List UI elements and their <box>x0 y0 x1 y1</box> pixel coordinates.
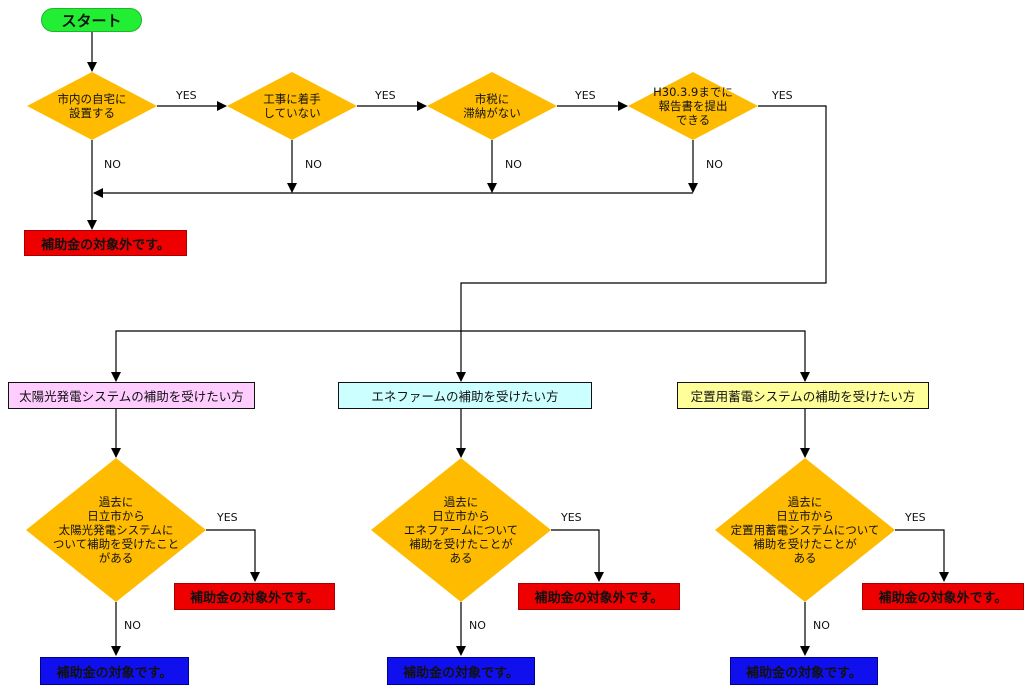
past-decision-3: 過去に 日立市から 定置用蓄電システムについて 補助を受けたことが ある <box>730 495 880 565</box>
past-decision-1: 過去に 日立市から 太陽光発電システムに ついて補助を受けたこと がある <box>52 495 180 565</box>
past-decision-2: 過去に 日立市から エネファームについて 補助を受けたことが ある <box>403 495 519 565</box>
yes-label-3: YES <box>575 89 596 102</box>
yes-label-1: YES <box>176 89 197 102</box>
past-no-label-2: NO <box>469 619 486 632</box>
not-eligible-storage: 補助金の対象外です。 <box>862 583 1024 610</box>
decision-3-shape <box>427 72 557 140</box>
connector-yes-4 <box>456 105 827 382</box>
no-label-2: NO <box>305 158 322 171</box>
eligible-enefarm: 補助金の対象です。 <box>387 657 535 685</box>
no-label-4: NO <box>706 158 723 171</box>
no-label-1: NO <box>104 158 121 171</box>
past-yes-label-3: YES <box>905 511 926 524</box>
connector-past-yes-2 <box>551 529 604 582</box>
not-eligible-solar: 補助金の対象外です。 <box>174 583 335 610</box>
eligible-solar: 補助金の対象です。 <box>40 657 189 685</box>
connector-branch-right <box>461 330 810 382</box>
yes-label-4: YES <box>772 89 793 102</box>
past-yes-label-1: YES <box>217 511 238 524</box>
eligible-storage: 補助金の対象です。 <box>730 657 878 685</box>
decision-4-shape <box>628 72 758 140</box>
category-enefarm: エネファームの補助を受けたい方 <box>338 382 592 409</box>
category-solar: 太陽光発電システムの補助を受けたい方 <box>8 382 255 409</box>
decision-4: H30.3.9までに 報告書を提出 できる <box>653 85 733 127</box>
decision-1: 市内の自宅に 設置する <box>57 92 127 120</box>
connector-past-yes-1 <box>206 529 260 582</box>
decision-2: 工事に着手 していない <box>263 92 321 120</box>
start-node: スタート <box>41 8 142 32</box>
past-decision-1-shape <box>26 458 206 602</box>
connector-past-yes-3 <box>895 529 949 582</box>
past-decision-3-shape <box>715 458 895 602</box>
past-no-label-1: NO <box>124 619 141 632</box>
connector-branch-left <box>111 330 461 382</box>
not-eligible-enefarm: 補助金の対象外です。 <box>518 583 680 610</box>
decision-2-shape <box>227 72 357 140</box>
decision-1-shape <box>27 72 157 140</box>
decision-3: 市税に 滞納がない <box>463 92 521 120</box>
past-yes-label-2: YES <box>561 511 582 524</box>
no-label-3: NO <box>505 158 522 171</box>
yes-label-2: YES <box>375 89 396 102</box>
not-eligible-top: 補助金の対象外です。 <box>24 230 187 256</box>
category-storage: 定置用蓄電システムの補助を受けたい方 <box>677 382 929 409</box>
past-decision-2-shape <box>371 458 551 602</box>
past-no-label-3: NO <box>813 619 830 632</box>
